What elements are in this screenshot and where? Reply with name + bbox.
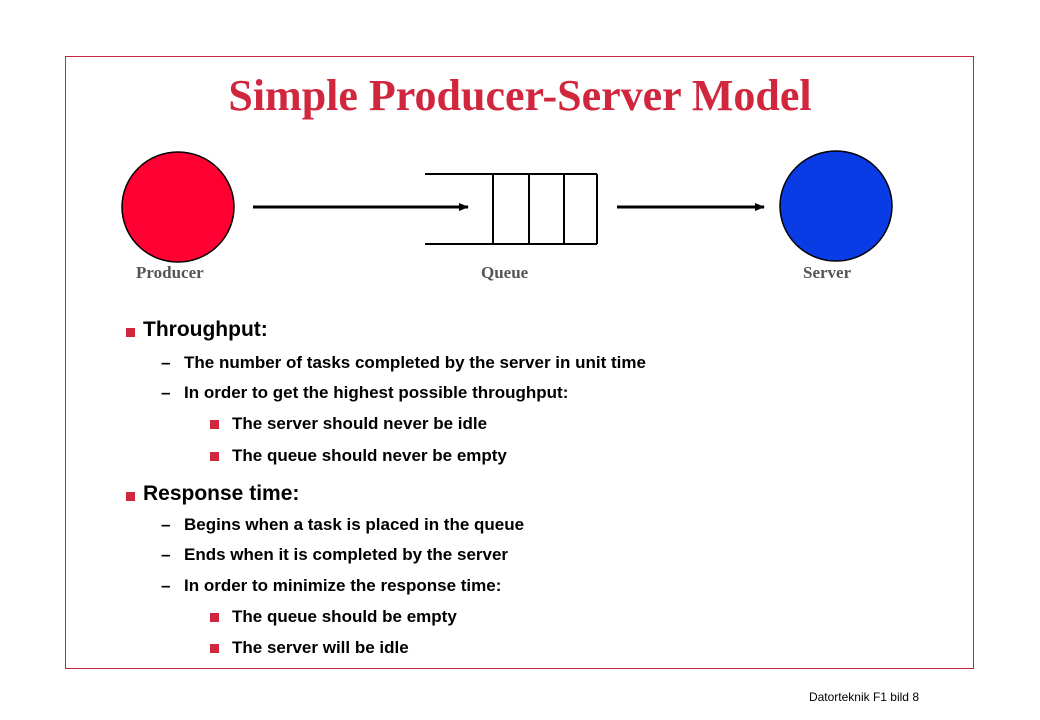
dash-bullet: – (161, 383, 171, 402)
list-item: In order to get the highest possible thr… (184, 383, 569, 402)
bullet-square (210, 613, 219, 622)
list-item: Ends when it is completed by the server (184, 545, 509, 564)
list-subitem: The server will be idle (232, 638, 409, 657)
list-item: Begins when a task is placed in the queu… (184, 515, 525, 534)
bullet-square (210, 452, 219, 461)
server-circle (779, 150, 893, 262)
response-time-heading: Response time: (143, 482, 300, 505)
bullet-square (210, 644, 219, 653)
bullet-square (126, 328, 135, 337)
list-subitem: The queue should be empty (232, 607, 457, 626)
producer-label: Producer (136, 263, 204, 282)
dash-bullet: – (161, 515, 171, 534)
dash-bullet: – (161, 576, 171, 595)
producer-server-diagram (121, 150, 893, 263)
throughput-heading: Throughput: (143, 318, 268, 341)
bullet-square (210, 420, 219, 429)
list-subitem: The queue should never be empty (232, 446, 507, 465)
bullet-square (126, 492, 135, 501)
dash-bullet: – (161, 353, 171, 372)
slide-footer: Datorteknik F1 bild 8 (808, 690, 919, 704)
list-subitem: The server should never be idle (232, 414, 488, 433)
producer-circle (121, 151, 235, 263)
dash-bullet: – (161, 545, 171, 564)
queue-label: Queue (481, 263, 529, 282)
slide-title: Simple Producer-Server Model (228, 71, 812, 120)
list-item: In order to minimize the response time: (184, 576, 502, 595)
server-label: Server (803, 263, 852, 282)
queue-box (425, 173, 598, 245)
slide-frame (65, 56, 974, 669)
list-item: The number of tasks completed by the ser… (184, 353, 646, 372)
